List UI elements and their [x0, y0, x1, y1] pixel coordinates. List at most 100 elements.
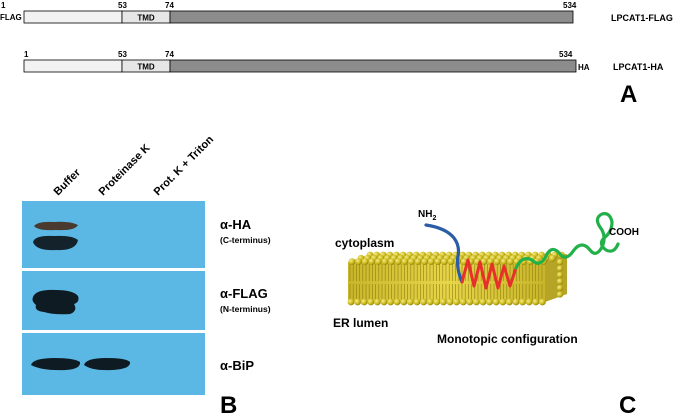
lipid-head [348, 258, 356, 265]
lipid-head [388, 258, 395, 265]
tmd-label: TMD [137, 63, 155, 72]
lipid-head [532, 298, 540, 306]
position-tmd-end: 74 [165, 50, 174, 59]
lipid-head [434, 258, 442, 265]
lipid-head [556, 278, 564, 285]
c-terminal-segment [169, 59, 577, 73]
lipid-head [556, 271, 564, 279]
band-proteinase-k [84, 358, 131, 371]
panel-b: Buffer Proteinase K Prot. K + Triton α-H… [22, 133, 271, 416]
position-tmd-start: 53 [118, 1, 127, 10]
lipid-head [549, 254, 556, 262]
panel-c: NH2 COOH cytoplasm ER lumen Monotopic co… [333, 209, 639, 416]
position-tmd-start: 53 [118, 50, 127, 59]
blot-sublabel: (C-terminus) [220, 235, 271, 245]
lipid-head [539, 298, 546, 306]
membrane-side [545, 254, 567, 302]
lipid-tails [349, 264, 543, 300]
lipid-head [506, 298, 513, 306]
n-terminal-segment [23, 10, 123, 24]
transmembrane-helix [460, 258, 518, 290]
tag-label: FLAG [0, 13, 22, 22]
lipid-head [512, 298, 520, 306]
construct-name: LPCAT1-FLAG [611, 13, 673, 23]
position-tmd-end: 74 [165, 1, 174, 10]
band [32, 289, 79, 315]
lipid-head [367, 298, 375, 306]
lipid-head [556, 291, 564, 298]
position-end: 534 [563, 1, 577, 10]
lipid-head [500, 258, 508, 265]
panel-letter: A [620, 81, 637, 108]
panel-letter: B [220, 392, 237, 416]
blot-label: α-HA [220, 217, 252, 232]
tmd-label: TMD [137, 14, 155, 23]
c-terminal-segment [169, 10, 574, 24]
lipid-head [380, 298, 388, 306]
lipid-head [556, 284, 564, 292]
position-start: 1 [24, 50, 29, 59]
lipid-head [421, 258, 428, 265]
tag-label: HA [578, 63, 590, 72]
n-terminal-chain [424, 223, 464, 284]
construct-lpcat1-ha: 1 53 74 534 TMD HA LPCAT1-HA [23, 50, 664, 73]
caption: Monotopic configuration [437, 332, 578, 346]
blot-bip [22, 333, 205, 395]
lipid-heads-bottom [347, 258, 564, 306]
lipid-head [420, 298, 427, 306]
lipid-head [441, 258, 448, 265]
lipid-head [400, 298, 408, 306]
lipid-head [525, 298, 533, 306]
lipid-head [480, 258, 488, 265]
band-buffer [31, 358, 81, 371]
panel-letter: C [619, 392, 636, 416]
lane-label-proteinase-k: Proteinase K [97, 142, 153, 198]
lipid-head [433, 298, 441, 306]
lipid-head [354, 298, 361, 306]
blot-membrane [22, 201, 205, 268]
position-end: 534 [559, 50, 573, 59]
panel-a: 1 53 74 534 FLAG TMD LPCAT1-FLAG 1 53 74… [0, 1, 673, 108]
lipid-head [459, 298, 467, 306]
lipid-head [473, 298, 480, 306]
cytoplasm-label: cytoplasm [335, 236, 394, 250]
lipid-head [413, 298, 421, 306]
lipid-head [381, 258, 389, 265]
lipid-head [427, 258, 435, 265]
lipid-head [499, 298, 507, 306]
blot-ha [22, 201, 205, 268]
lipid-head [440, 298, 447, 306]
lipid-head [374, 298, 381, 306]
lipid-head [426, 298, 434, 306]
lipid-bilayer [347, 251, 567, 306]
blot-flag [22, 271, 205, 330]
band-upper [34, 221, 78, 231]
c-terminal-chain [514, 212, 620, 270]
lipid-head [368, 258, 376, 265]
blot-label: α-BiP [220, 358, 254, 373]
lipid-head [446, 298, 454, 306]
lipid-head [519, 298, 526, 306]
lipid-head [447, 258, 455, 265]
lipid-head [361, 258, 369, 265]
lipid-head [393, 298, 401, 306]
n-terminal-segment [23, 59, 123, 73]
er-lumen-label: ER lumen [333, 316, 388, 330]
lane-label-buffer: Buffer [52, 166, 84, 198]
lipid-heads-top [348, 251, 565, 265]
lipid-head [394, 258, 402, 265]
lane-label-prot-k-triton: Prot. K + Triton [152, 133, 217, 198]
lipid-head [387, 298, 394, 306]
lipid-head [453, 298, 460, 306]
lipid-head [401, 258, 409, 265]
construct-lpcat1-flag: 1 53 74 534 FLAG TMD LPCAT1-FLAG [0, 1, 673, 24]
lipid-head [375, 258, 382, 265]
lipid-head [347, 298, 355, 306]
cooh-label: COOH [609, 227, 639, 238]
lipid-head [493, 258, 501, 265]
blot-sublabel: (N-terminus) [220, 304, 271, 314]
nh2-label: NH2 [418, 209, 436, 222]
lipid-head [492, 298, 500, 306]
lipid-head [556, 265, 564, 272]
